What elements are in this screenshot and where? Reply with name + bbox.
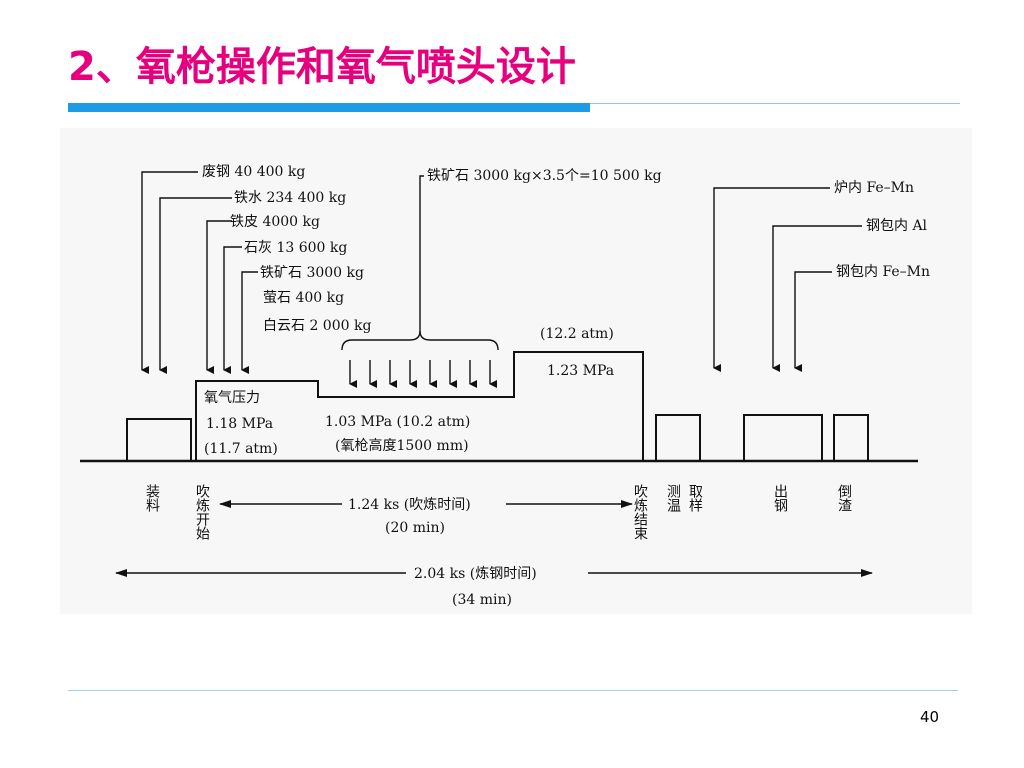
page-number: 40: [920, 708, 940, 726]
hot-metal-arrow: [159, 197, 232, 374]
lime-arrow: [223, 246, 242, 374]
stage1-label: 氧气压力: [204, 390, 260, 406]
iron-skin-label: 铁皮 4000 kg: [230, 214, 320, 230]
lime-label: 石灰 13 600 kg: [244, 240, 347, 256]
ore-batch-leader: [419, 175, 424, 333]
total-min-label: (34 min): [452, 592, 512, 608]
title-accent-bar: [68, 103, 590, 112]
blow-min-label: (20 min): [385, 520, 445, 536]
ore-batch-arrows: [341, 175, 499, 388]
charging-box: [126, 418, 192, 462]
slide-title: 2、氧枪操作和氧气喷头设计: [68, 44, 576, 90]
ore-batch-brace: [341, 330, 499, 351]
title-divider-line: [590, 103, 960, 104]
ladle-al-label: 钢包内 Al: [866, 218, 928, 234]
dolomite-label: 白云石 2 000 kg: [263, 318, 371, 334]
stage2-mpa-atm: 1.03 MPa (10.2 atm): [325, 414, 470, 430]
stage2-lance-height: (氧枪高度1500 mm): [335, 437, 469, 454]
ladle-al-arrow: [772, 225, 862, 372]
sampling-box: [655, 414, 701, 462]
scrap-arrow: [141, 171, 198, 374]
furnace-femn-arrow: [713, 187, 830, 372]
iron-ore-label: 铁矿石 3000 kg: [260, 265, 364, 281]
addition-arrows: [713, 187, 862, 372]
furnace-femn-label: 炉内 Fe–Mn: [834, 180, 914, 196]
total-time-label: 2.04 ks (炼钢时间): [414, 566, 537, 582]
stage3-mpa: 1.23 MPa: [547, 363, 614, 379]
event-tapping: 出钢: [772, 484, 788, 513]
event-blow-start: 吹炼开始: [194, 484, 210, 540]
fluorite-label: 萤石 400 kg: [263, 290, 344, 306]
scrap-label: 废钢 40 400 kg: [202, 164, 305, 180]
oxygen-pressure-profile: [195, 351, 644, 461]
tapping-box: [743, 414, 823, 462]
event-charging: 装料: [144, 484, 160, 512]
process-timeline-svg: 废钢 40 400 kg 铁水 234 400 kg 铁皮 4000 kg 石灰…: [80, 164, 930, 608]
deslagging-box: [833, 414, 869, 462]
footer-divider-line: [68, 690, 958, 691]
event-deslagging: 倒渣: [836, 484, 852, 512]
event-sampling: 取样: [687, 484, 703, 512]
charge-arrows: [141, 171, 258, 374]
iron-ore-arrow: [241, 271, 258, 374]
iron-skin-arrow: [206, 220, 232, 374]
ore-batches-label: 铁矿石 3000 kg×3.5个=10 500 kg: [427, 168, 662, 184]
blow-time-label: 1.24 ks (吹炼时间): [348, 497, 471, 513]
stage1-atm: (11.7 atm): [204, 441, 278, 457]
hot-metal-label: 铁水 234 400 kg: [234, 190, 346, 206]
event-blow-end: 吹炼结束: [632, 484, 648, 540]
ladle-femn-arrow: [794, 271, 832, 372]
stage1-mpa: 1.18 MPa: [206, 416, 273, 432]
stage3-atm: (12.2 atm): [540, 326, 614, 342]
bof-process-diagram: 废钢 40 400 kg 铁水 234 400 kg 铁皮 4000 kg 石灰…: [60, 128, 972, 614]
ladle-femn-label: 钢包内 Fe–Mn: [836, 264, 930, 280]
event-temp-measure: 测温: [665, 484, 681, 512]
